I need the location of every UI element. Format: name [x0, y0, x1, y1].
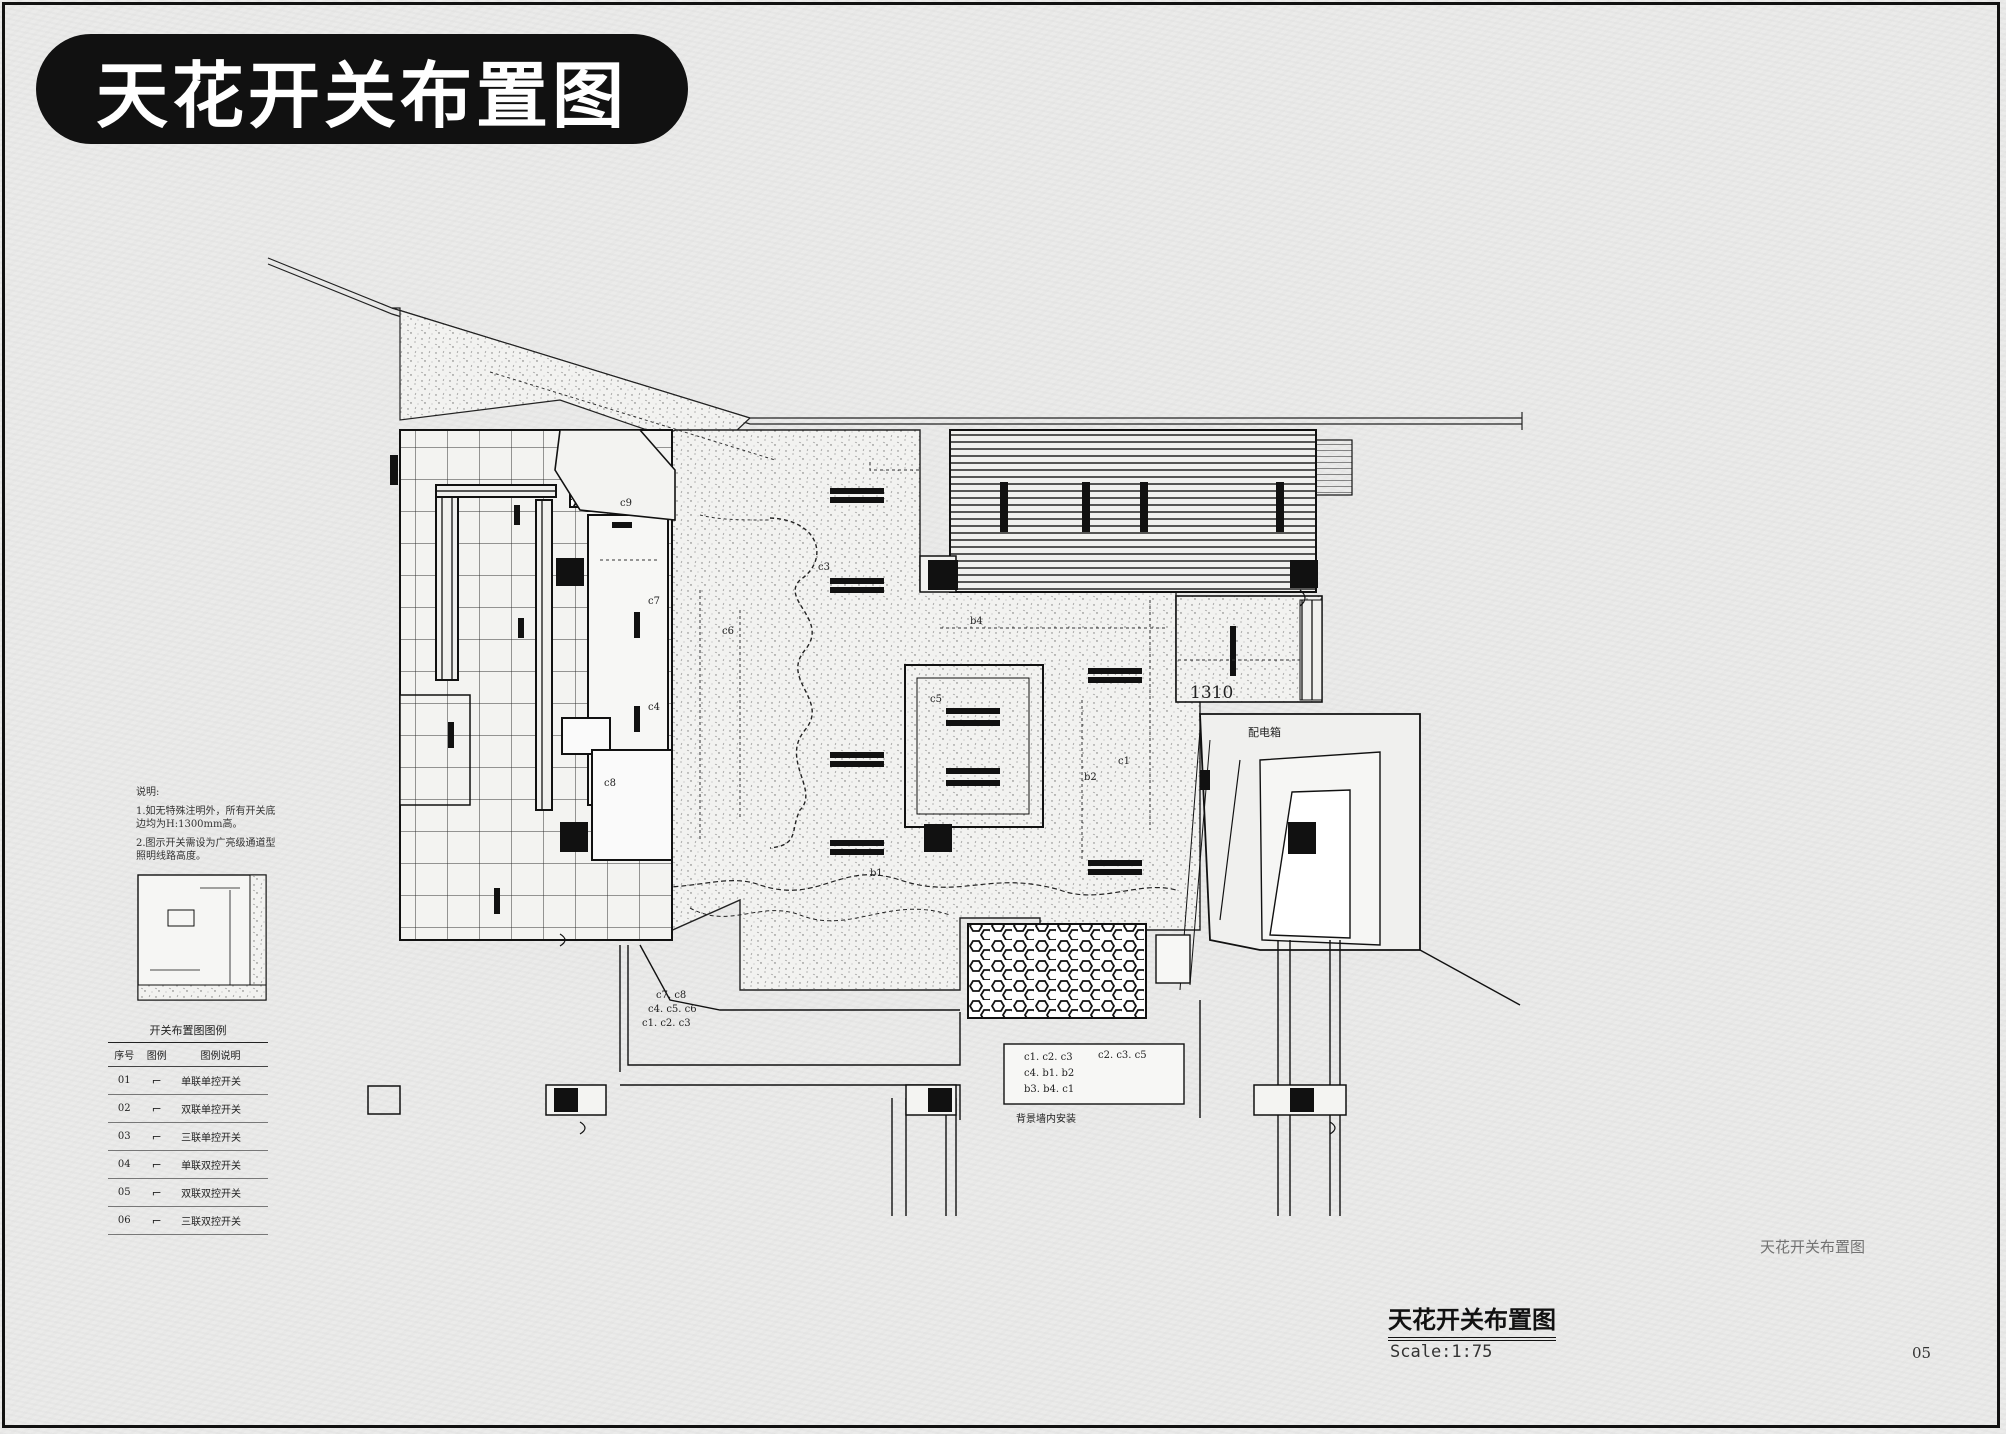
switch-symbols	[559, 589, 1336, 1135]
callout-line-1a: c1. c2. c3	[1024, 1052, 1073, 1063]
switch-callout-box	[1003, 1043, 1185, 1105]
switch-group-label-1: c7. c8	[656, 990, 686, 1001]
legend-row: 04 ⌐ 单联双控开关	[108, 1150, 268, 1179]
legend-desc: 三联单控开关	[173, 1122, 268, 1151]
tiled-room-partitions	[435, 476, 673, 861]
wavy-ceiling-line	[609, 874, 1177, 896]
switch-symbol-icon: ⌐	[140, 1066, 174, 1095]
light-fixtures	[448, 482, 1284, 914]
legend-row: 01 ⌐ 单联单控开关	[108, 1066, 268, 1095]
legend-row: 02 ⌐ 双联单控开关	[108, 1094, 268, 1123]
legend-no: 05	[108, 1178, 141, 1207]
switch-circuit-lines	[489, 371, 1300, 860]
bottom-corridors	[619, 940, 1341, 1216]
legend-desc: 单联双控开关	[173, 1150, 268, 1179]
label-c9: c9	[620, 498, 632, 509]
notes-line-1: 1.如无特殊注明外，所有开关底边均为H:1300mm高。	[136, 806, 276, 830]
callout-line-3: b3. b4. c1	[1024, 1084, 1074, 1095]
page-title-banner: 天花开关布置图	[36, 34, 688, 144]
dim-label-1310: 1310	[1190, 683, 1233, 703]
label-c1: c1	[1118, 756, 1130, 767]
display-island	[904, 664, 1044, 828]
callout-line-1b: c2. c3. c5	[1098, 1050, 1147, 1061]
switch-height-detail	[137, 874, 267, 1001]
faded-sheet-label: 天花开关布置图	[1760, 1238, 1866, 1256]
switch-symbol-icon: ⌐	[140, 1150, 174, 1179]
structural-columns	[390, 455, 1318, 1112]
switch-symbol-icon: ⌐	[140, 1122, 174, 1151]
legend-row: 03 ⌐ 三联单控开关	[108, 1122, 268, 1151]
legend-no: 06	[108, 1206, 141, 1235]
switch-symbol-icon: ⌐	[140, 1094, 174, 1123]
legend-no: 01	[108, 1066, 141, 1095]
upper-terrazzo-zone	[391, 307, 752, 441]
wavy-partition	[769, 517, 818, 849]
drawing-title: 天花开关布置图	[1388, 1300, 1556, 1341]
hex-tile-area	[967, 923, 1147, 1019]
legend-header-desc: 图例说明	[173, 1043, 268, 1067]
legend-caption: 开关布置图图例	[108, 1020, 268, 1043]
label-b1: b1	[870, 868, 883, 879]
legend-no: 03	[108, 1122, 141, 1151]
label-b4: b4	[970, 616, 983, 627]
legend-desc: 三联双控开关	[173, 1206, 268, 1235]
switch-symbol-icon: ⌐	[140, 1178, 174, 1207]
legend-desc: 双联双控开关	[173, 1178, 268, 1207]
switch-group-label-3: c1. c2. c3	[642, 1018, 691, 1029]
callout-note: 背景墙内安装	[1016, 1112, 1076, 1125]
callout-line-2: c4. b1. b2	[1024, 1068, 1074, 1079]
label-c6: c6	[722, 626, 734, 637]
legend-no: 04	[108, 1150, 141, 1179]
legend-desc: 双联单控开关	[173, 1094, 268, 1123]
legend-row: 06 ⌐ 三联双控开关	[108, 1206, 268, 1235]
notes-title: 说明:	[136, 787, 160, 798]
legend-row: 05 ⌐ 双联双控开关	[108, 1178, 268, 1207]
switch-symbol-icon: ⌐	[140, 1206, 174, 1235]
label-b2: b2	[1084, 772, 1097, 783]
drawing-scale: Scale:1:75	[1390, 1342, 1493, 1362]
label-c5: c5	[930, 694, 942, 705]
legend-desc: 单联单控开关	[173, 1066, 268, 1095]
switch-group-label-2: c4. c5. c6	[648, 1004, 697, 1015]
label-c8: c8	[604, 778, 616, 789]
slatted-room	[949, 429, 1317, 593]
page-number: 05	[1912, 1344, 1932, 1362]
label-c4: c4	[648, 702, 660, 713]
label-c7: c7	[648, 596, 660, 607]
notes-line-2: 2.图示开关需设为广亮级通道型照明线路高度。	[136, 838, 276, 862]
design-notes: 说明: 1.如无特殊注明外，所有开关底边均为H:1300mm高。 2.图示开关需…	[136, 786, 276, 869]
legend-no: 02	[108, 1094, 141, 1123]
legend-header-no: 序号	[108, 1043, 141, 1067]
page-title: 天花开关布置图	[95, 53, 628, 138]
label-c3: c3	[818, 562, 830, 573]
distribution-box-label: 配电箱	[1248, 725, 1281, 739]
right-room-1310	[1175, 595, 1323, 703]
switch-legend-table: 开关布置图图例 序号 图例 图例说明 01 ⌐ 单联单控开关 02 ⌐ 双联单控…	[108, 1020, 268, 1235]
legend-header-symbol: 图例	[140, 1043, 174, 1067]
